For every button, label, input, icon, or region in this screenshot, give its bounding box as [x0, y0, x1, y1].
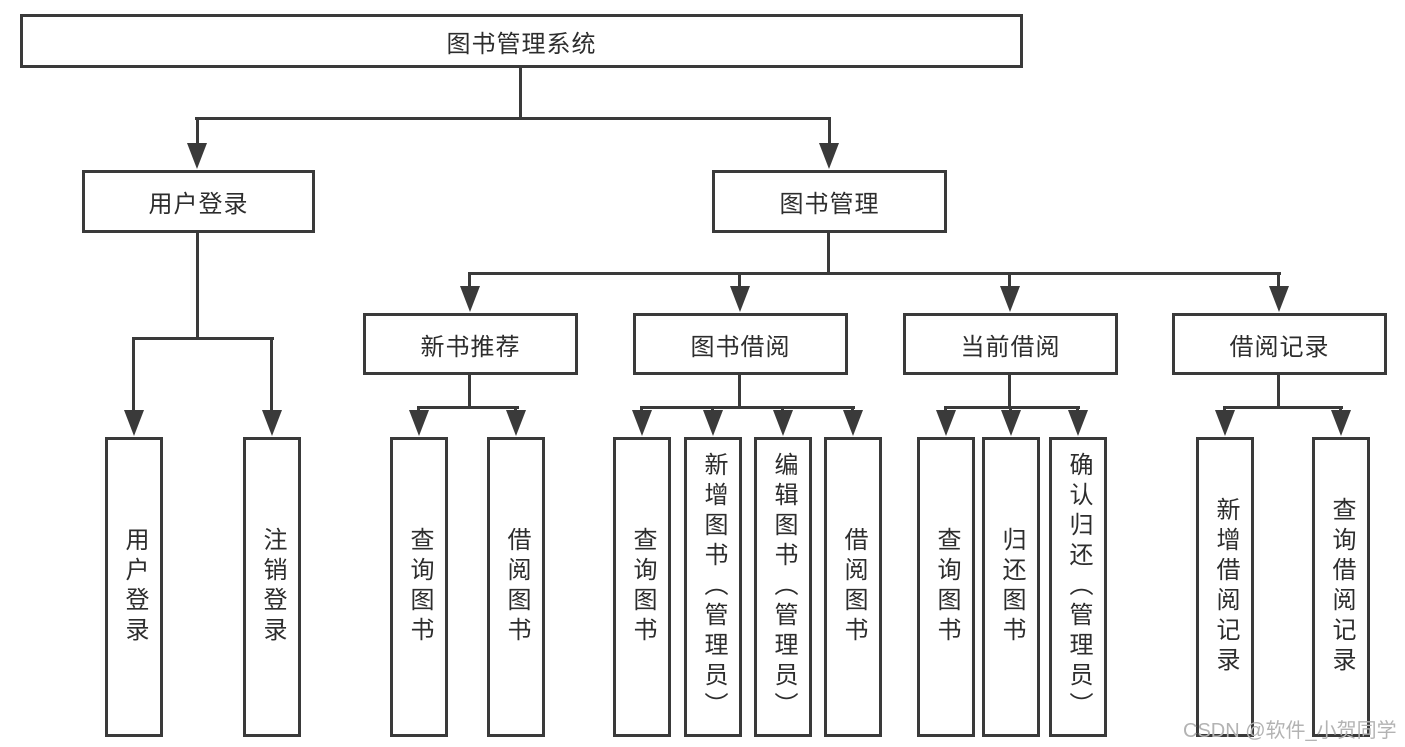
leaf-records-add-label: 新增借阅记录	[1212, 497, 1239, 677]
arrow-down-icon	[819, 143, 839, 169]
arrow-down-icon	[703, 410, 723, 436]
arrow-down-icon	[187, 143, 207, 169]
node-book-mgmt: 图书管理	[712, 170, 947, 233]
connector-vline	[827, 231, 830, 275]
node-book-borrow-label: 图书借阅	[690, 333, 791, 361]
leaf-current-confirm-admin-label: 确认归还（管理员）	[1065, 452, 1092, 722]
leaf-borrow-add-admin-label: 新增图书（管理员）	[700, 452, 727, 722]
leaf-borrow-edit-admin: 编辑图书（管理员）	[754, 437, 812, 737]
arrow-down-icon	[773, 410, 793, 436]
leaf-newbooks-borrow: 借阅图书	[487, 437, 545, 737]
leaf-borrow-query-label: 查询图书	[629, 527, 656, 647]
leaf-current-return-label: 归还图书	[998, 527, 1025, 647]
node-borrow-records-label: 借阅记录	[1229, 333, 1330, 361]
arrow-down-icon	[936, 410, 956, 436]
arrow-down-icon	[124, 410, 144, 436]
connector-vline	[738, 373, 741, 409]
leaf-records-query: 查询借阅记录	[1312, 437, 1370, 737]
connector-vline	[1277, 272, 1280, 292]
leaf-logout-label: 注销登录	[259, 527, 286, 647]
connector-vline	[828, 117, 831, 151]
node-new-books: 新书推荐	[363, 313, 578, 375]
leaf-newbooks-borrow-label: 借阅图书	[503, 527, 530, 647]
connector-vline	[1008, 272, 1011, 292]
connector-hline	[640, 406, 855, 409]
node-book-mgmt-label: 图书管理	[779, 191, 880, 218]
leaf-logout: 注销登录	[243, 437, 301, 737]
leaf-newbooks-query-label: 查询图书	[406, 527, 433, 647]
node-borrow-records: 借阅记录	[1172, 313, 1387, 375]
connector-vline	[519, 66, 522, 118]
connector-vline	[196, 117, 199, 151]
leaf-borrow-borrow: 借阅图书	[824, 437, 882, 737]
connector-vline	[468, 272, 471, 292]
arrow-down-icon	[460, 286, 480, 312]
leaf-user-login: 用户登录	[105, 437, 163, 737]
node-user-login-label: 用户登录	[148, 191, 249, 218]
connector-hline	[944, 406, 1080, 409]
leaf-borrow-borrow-label: 借阅图书	[840, 527, 867, 647]
leaf-current-query-label: 查询图书	[933, 527, 960, 647]
leaf-records-add: 新增借阅记录	[1196, 437, 1254, 737]
connector-hline	[417, 406, 519, 409]
connector-vline	[1277, 373, 1280, 409]
connector-vline	[132, 337, 135, 415]
arrow-down-icon	[1001, 410, 1021, 436]
connector-vline	[1008, 373, 1011, 409]
leaf-user-login-label: 用户登录	[121, 527, 148, 647]
leaf-current-return: 归还图书	[982, 437, 1040, 737]
arrow-down-icon	[632, 410, 652, 436]
leaf-current-query: 查询图书	[917, 437, 975, 737]
arrow-down-icon	[409, 410, 429, 436]
leaf-current-confirm-admin: 确认归还（管理员）	[1049, 437, 1107, 737]
node-book-borrow: 图书借阅	[633, 313, 848, 375]
leaf-records-query-label: 查询借阅记录	[1328, 497, 1355, 677]
leaf-newbooks-query: 查询图书	[390, 437, 448, 737]
csdn-watermark: CSDN @软件_小贺同学	[1183, 720, 1397, 742]
connector-hline	[468, 272, 1281, 275]
connector-vline	[196, 231, 199, 339]
connector-hline	[1223, 406, 1343, 409]
arrow-down-icon	[1215, 410, 1235, 436]
node-current-borrow: 当前借阅	[903, 313, 1118, 375]
connector-hline	[195, 117, 831, 120]
arrow-down-icon	[506, 410, 526, 436]
arrow-down-icon	[1269, 286, 1289, 312]
leaf-borrow-query: 查询图书	[613, 437, 671, 737]
connector-vline	[270, 337, 273, 415]
leaf-borrow-edit-admin-label: 编辑图书（管理员）	[770, 452, 797, 722]
arrow-down-icon	[730, 286, 750, 312]
node-root-label: 图书管理系统	[446, 30, 597, 58]
arrow-down-icon	[1331, 410, 1351, 436]
arrow-down-icon	[843, 410, 863, 436]
node-new-books-label: 新书推荐	[420, 333, 521, 361]
arrow-down-icon	[262, 410, 282, 436]
connector-hline	[132, 337, 274, 340]
node-user-login: 用户登录	[82, 170, 315, 233]
connector-vline	[738, 272, 741, 292]
leaf-borrow-add-admin: 新增图书（管理员）	[684, 437, 742, 737]
node-current-borrow-label: 当前借阅	[960, 333, 1061, 361]
arrow-down-icon	[1068, 410, 1088, 436]
connector-vline	[468, 373, 471, 409]
node-root: 图书管理系统	[20, 14, 1023, 68]
arrow-down-icon	[1000, 286, 1020, 312]
